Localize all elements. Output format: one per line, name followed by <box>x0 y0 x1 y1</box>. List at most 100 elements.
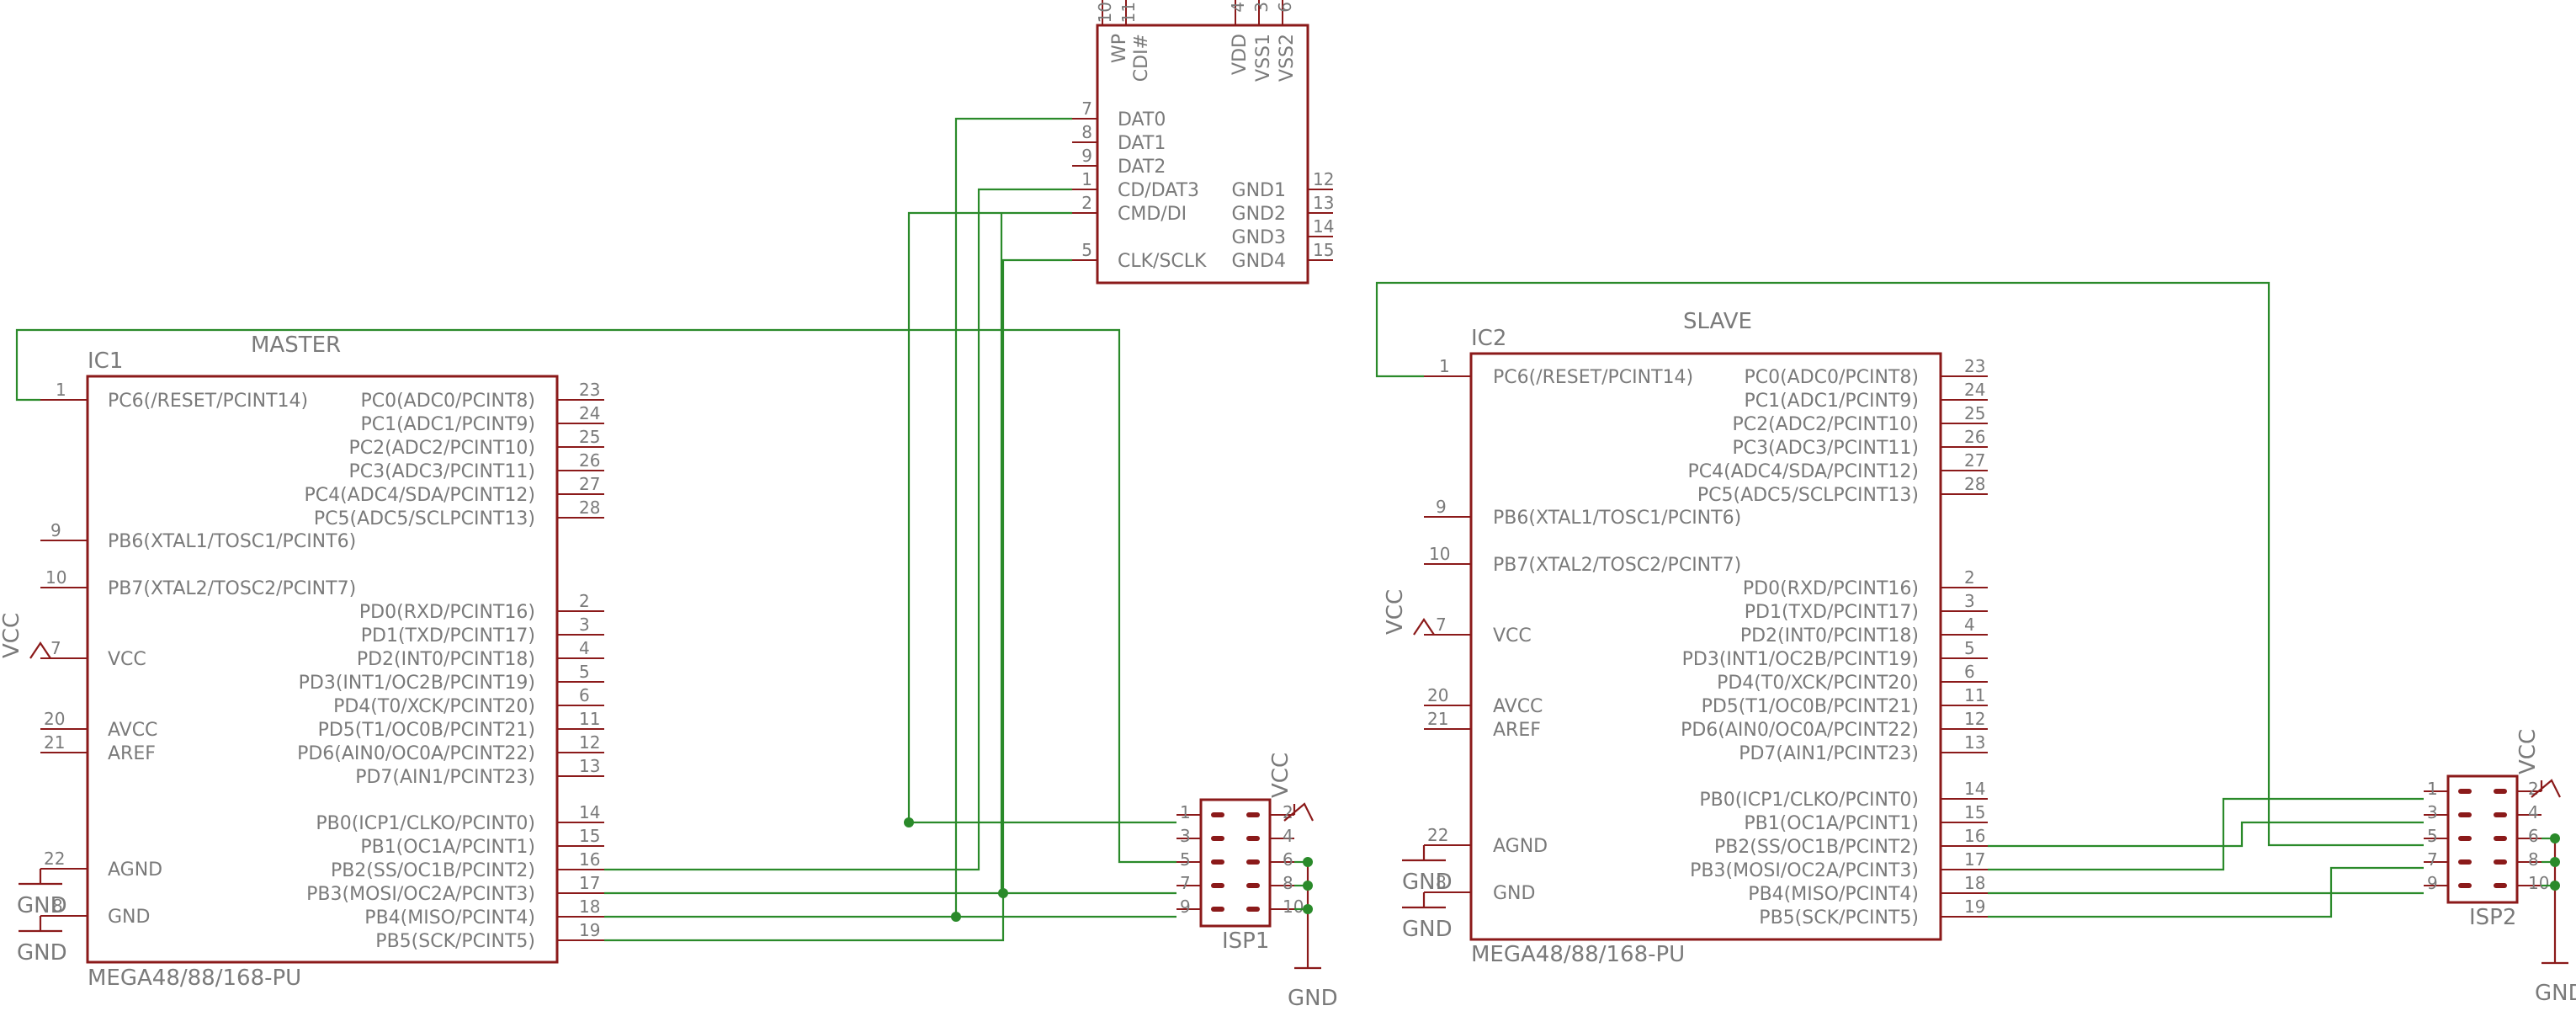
isp1-pin-num: 2 <box>1283 802 1293 822</box>
gnd-label: GND <box>17 893 67 918</box>
ic2-pin-label: PB2(SS/OC1B/PCINT2) <box>1714 837 1919 858</box>
ic1-pin-label: PC0(ADC0/PCINT8) <box>360 391 535 412</box>
net-mosi-ic1 <box>604 213 1003 895</box>
sd-top-pin-label: VDD <box>1230 34 1251 75</box>
net-mosi-ic2 <box>1988 797 2424 871</box>
ic2-pin-label: PD2(INT0/PCINT18) <box>1740 625 1919 647</box>
ic1-pin-num: 7 <box>50 638 61 658</box>
ic2-pin-num: 11 <box>1964 685 1985 705</box>
nets <box>15 117 2555 942</box>
ic1-pin-num: 1 <box>56 380 66 400</box>
sd-top-pin-num: 10 <box>1095 2 1115 23</box>
ic2-pin-label: PB3(MOSI/OC2A/PCINT3) <box>1690 860 1919 881</box>
isp2-name: ISP2 <box>2469 905 2516 930</box>
isp1-pin-num: 10 <box>1283 897 1304 917</box>
ic2-pin-num: 20 <box>1427 685 1448 705</box>
ic2-pin-label: PB4(MISO/PCINT4) <box>1748 884 1919 905</box>
sd-card-socket[interactable]: 10 11 4 3 6 WP CDI# VDD VSS1 VSS2 7 8 9 … <box>1072 0 1334 285</box>
ic1-pin-num: 20 <box>44 709 65 729</box>
ic2-pin-label: PD4(T0/XCK/PCINT20) <box>1717 673 1919 694</box>
sd-top-pin-label: CDI# <box>1131 34 1152 82</box>
ic1-pin-label: PB6(XTAL1/TOSC1/PCINT6) <box>108 531 356 552</box>
junction-dot <box>951 912 961 922</box>
gnd-label: GND <box>1288 986 1338 1011</box>
ic2-pin-num: 19 <box>1964 897 1985 917</box>
gnd-label: GND <box>1402 917 1453 942</box>
ic1-pin-label: AGND <box>108 859 162 881</box>
isp1-header[interactable]: 1 3 5 7 9 2 4 6 8 10 ISP1 <box>1176 798 1304 954</box>
sd-pin-num: 7 <box>1081 98 1092 119</box>
ic1-pin-num: 24 <box>579 403 600 423</box>
gnd-label: GND <box>2535 981 2576 1006</box>
ic1-pin-label: PC3(ADC3/PCINT11) <box>348 461 535 482</box>
ic2-pin-num: 7 <box>1436 615 1447 635</box>
ic1-vcc-symbol: VCC <box>0 613 51 659</box>
ic1-pin-num: 12 <box>579 732 600 753</box>
ic1-chip[interactable]: IC1 MASTER MEGA48/88/168-PU 1 9 10 7 20 … <box>40 333 604 991</box>
isp2-pin-num: 3 <box>2427 802 2438 822</box>
junctions <box>904 817 2560 922</box>
vcc-label: VCC <box>0 613 24 658</box>
ic2-pin-label: PD0(RXD/PCINT16) <box>1743 578 1919 599</box>
ic1-pin-label: PD5(T1/OC0B/PCINT21) <box>318 720 535 741</box>
ic2-gnd-symbol: GND <box>1402 892 1453 942</box>
junction-dot <box>1303 857 1313 867</box>
ic2-pin-label: PC4(ADC4/SDA/PCINT12) <box>1687 461 1919 482</box>
sd-pin-label: GND3 <box>1232 227 1286 248</box>
ic2-vcc-symbol: VCC <box>1383 589 1435 636</box>
sd-pin-label: GND2 <box>1232 204 1286 225</box>
junction-dot <box>2550 881 2560 891</box>
ic2-pin-label: PD5(T1/OC0B/PCINT21) <box>1702 696 1919 717</box>
ic1-pin-label: GND <box>108 907 150 928</box>
ic2-pin-num: 27 <box>1964 450 1985 471</box>
ic2-pin-label: PD3(INT1/OC2B/PCINT19) <box>1682 649 1919 670</box>
ic2-pin-num: 4 <box>1964 615 1975 635</box>
ic2-chip[interactable]: IC2 SLAVE MEGA48/88/168-PU 1 9 10 7 20 2… <box>1424 309 1988 967</box>
sd-top-pin-label: VSS1 <box>1253 34 1274 82</box>
ic1-body <box>86 375 559 964</box>
ic2-pin-num: 22 <box>1427 825 1448 845</box>
ic2-pin-label: PC1(ADC1/PCINT9) <box>1744 391 1919 412</box>
sd-pin-label: DAT2 <box>1118 157 1166 178</box>
ic1-pin-num: 2 <box>579 591 590 611</box>
ic2-name: IC2 <box>1471 326 1506 351</box>
ic1-pin-label: AREF <box>108 743 156 764</box>
ic2-pin-label: PC3(ADC3/PCINT11) <box>1732 438 1919 459</box>
isp1-name: ISP1 <box>1222 929 1269 954</box>
ic2-pin-num: 24 <box>1964 380 1985 400</box>
net-ss-ic2 <box>1988 821 2424 848</box>
ic2-pin-num: 15 <box>1964 802 1985 822</box>
ic1-role: MASTER <box>251 333 341 358</box>
ic2-pin-label: PB5(SCK/PCINT5) <box>1759 907 1919 929</box>
sd-pin-label: DAT0 <box>1118 109 1166 130</box>
ic1-pin-num: 22 <box>44 849 65 869</box>
ic2-pin-num: 14 <box>1964 779 1985 799</box>
ic1-pin-label: PB3(MOSI/OC2A/PCINT3) <box>306 884 535 905</box>
ic1-pin-label: PD3(INT1/OC2B/PCINT19) <box>299 673 535 694</box>
sd-pin-label: CD/DAT3 <box>1118 180 1199 201</box>
junction-dot <box>2550 857 2560 867</box>
vcc-label: VCC <box>1383 589 1408 635</box>
junction-dot <box>1303 881 1313 891</box>
ic1-pin-num: 11 <box>579 709 600 729</box>
ic2-role: SLAVE <box>1683 309 1752 334</box>
ic2-pin-num: 18 <box>1964 873 1985 893</box>
sd-pin-label: GND1 <box>1232 180 1286 201</box>
ic1-pin-label: PC5(ADC5/SCLPCINT13) <box>314 508 535 529</box>
sd-top-pin-num: 11 <box>1118 2 1139 23</box>
ic1-pin-num: 10 <box>45 567 66 588</box>
ic1-pin-num: 16 <box>579 849 600 870</box>
net-miso-ic1 <box>604 117 1072 918</box>
ic2-pin-label: PD6(AIN0/OC0A/PCINT22) <box>1681 720 1919 741</box>
isp1-gnd-symbol: GND <box>1288 862 1338 1011</box>
sd-pin-num: 2 <box>1081 193 1092 213</box>
isp2-pin-num: 8 <box>2528 849 2539 870</box>
sd-pin-num: 12 <box>1313 169 1334 189</box>
ic2-pin-num: 16 <box>1964 826 1985 846</box>
isp2-header[interactable]: 1 3 5 7 9 2 4 6 8 10 ISP2 <box>2424 774 2549 930</box>
junction-dot <box>1303 904 1313 914</box>
sd-top-pin-label: VSS2 <box>1277 34 1298 82</box>
ic2-pin-label: AVCC <box>1493 696 1543 717</box>
isp1-pin-num: 6 <box>1283 849 1293 870</box>
ic2-pin-num: 26 <box>1964 427 1985 447</box>
